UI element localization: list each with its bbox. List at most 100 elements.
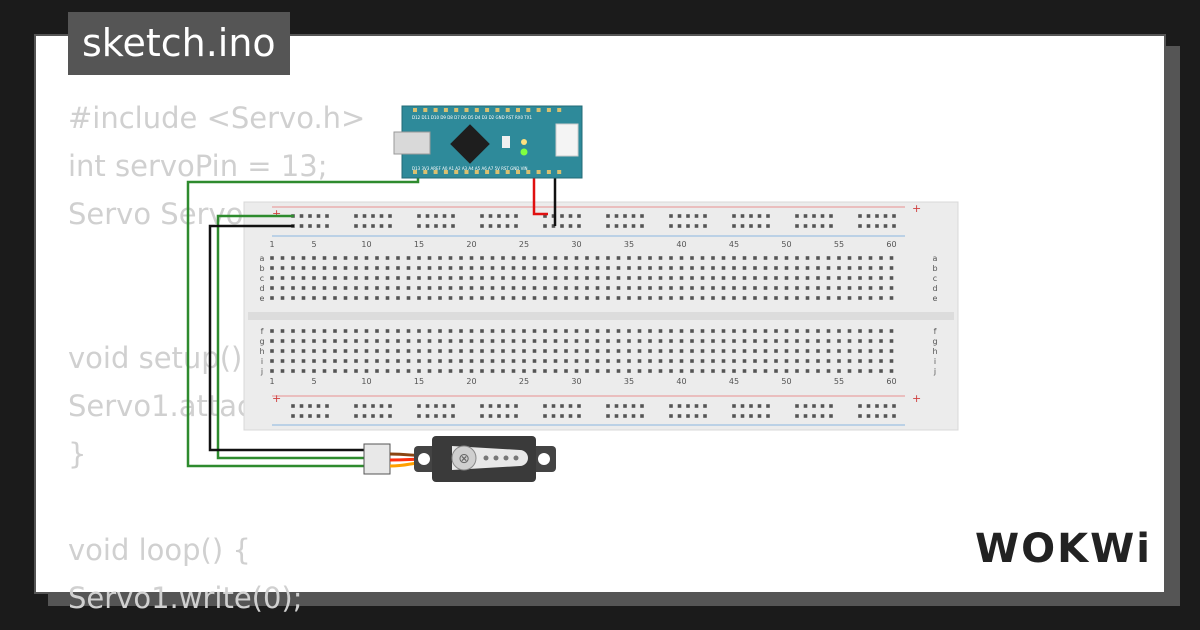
breadboard-hole (784, 369, 789, 373)
breadboard-hole (614, 414, 619, 418)
breadboard-hole (442, 224, 447, 228)
breadboard-hole (889, 276, 894, 280)
breadboard-hole (640, 224, 644, 228)
servo-motor[interactable]: ⊗ (363, 436, 556, 482)
breadboard-hole (427, 339, 432, 343)
arduino-nano[interactable]: D12 D11 D10 D9 D8 D7 D6 D5 D4 D3 D2 GND … (393, 105, 583, 179)
header-pin (464, 170, 469, 174)
header-pin (423, 170, 428, 174)
breadboard-hole (532, 359, 537, 363)
breadboard-hole (805, 266, 810, 270)
breadboard-hole (438, 296, 442, 300)
breadboard-hole (889, 296, 894, 300)
breadboard-hole (816, 266, 820, 270)
breadboard-hole (585, 256, 589, 260)
breadboard-hole (343, 349, 348, 353)
breadboard-hole (532, 286, 537, 290)
breadboard-hole (343, 266, 348, 270)
breadboard-hole (868, 276, 873, 280)
breadboard-hole (774, 369, 778, 373)
breadboard-hole (686, 214, 690, 218)
breadboard-hole (868, 349, 873, 353)
breadboard-hole (889, 369, 894, 373)
breadboard-hole (623, 214, 627, 218)
breadboard-hole (711, 339, 715, 343)
breadboard-hole (784, 349, 789, 353)
breadboard-hole (700, 276, 705, 280)
column-number: 45 (729, 240, 739, 249)
breadboard-hole (577, 214, 581, 218)
breadboard-hole (669, 414, 673, 418)
breadboard-hole (595, 329, 600, 333)
breadboard-hole (343, 369, 348, 373)
breadboard-hole (497, 414, 501, 418)
breadboard-hole (703, 414, 707, 418)
breadboard-hole (614, 224, 619, 228)
breadboard-hole (784, 329, 789, 333)
breadboard-hole (574, 339, 579, 343)
breadboard-hole (795, 214, 799, 218)
row-letter: g (932, 337, 937, 346)
breadboard-hole (711, 329, 715, 333)
breadboard-hole (763, 369, 768, 373)
breadboard-hole (385, 329, 390, 333)
breadboard-hole (301, 296, 306, 300)
breadboard-hole (564, 339, 568, 343)
breadboard-hole (291, 266, 295, 270)
breadboard-hole (322, 266, 327, 270)
breadboard-hole (679, 369, 684, 373)
breadboard-hole (480, 296, 484, 300)
breadboard-hole (616, 286, 621, 290)
breadboard-hole (343, 359, 348, 363)
breadboard-hole (694, 214, 699, 218)
breadboard-hole (564, 256, 568, 260)
breadboard-hole (721, 329, 726, 333)
breadboard-hole (417, 286, 421, 290)
breadboard-hole (375, 349, 379, 353)
breadboard-hole (816, 256, 820, 260)
breadboard-hole (280, 359, 285, 363)
breadboard-hole (595, 256, 600, 260)
breadboard-hole (385, 359, 390, 363)
breadboard-hole (490, 276, 495, 280)
breadboard-hole (406, 256, 411, 260)
breadboard-hole (631, 414, 636, 418)
code-line: } (68, 437, 87, 471)
row-letter: e (260, 294, 265, 303)
breadboard-hole (585, 266, 589, 270)
breadboard-hole (577, 224, 581, 228)
breadboard-hole (757, 414, 762, 418)
file-tab[interactable]: sketch.ino (68, 12, 290, 75)
breadboard-hole (396, 296, 400, 300)
header-pin (505, 170, 510, 174)
breadboard-hole (732, 224, 736, 228)
breadboard-hole (514, 404, 518, 408)
breadboard-hole (532, 369, 537, 373)
breadboard-hole (325, 404, 329, 408)
breadboard-hole (847, 266, 852, 270)
breadboard-hole (858, 266, 862, 270)
breadboard-hole (889, 256, 894, 260)
column-number: 15 (414, 240, 424, 249)
breadboard-hole (577, 404, 581, 408)
breadboard-hole (574, 256, 579, 260)
breadboard-hole (543, 339, 547, 343)
breadboard-hole (694, 404, 699, 408)
breadboard-hole (700, 296, 705, 300)
breadboard-hole (532, 276, 537, 280)
breadboard-hole (333, 369, 337, 373)
breadboard-hole (322, 339, 327, 343)
breadboard-hole (362, 404, 367, 408)
breadboard-hole (551, 214, 556, 218)
breadboard-hole (803, 214, 808, 218)
breadboard-hole (501, 349, 505, 353)
breadboard-hole (606, 329, 610, 333)
breadboard-hole (700, 266, 705, 270)
breadboard-hole (757, 404, 762, 408)
breadboard-hole (362, 214, 367, 218)
breadboard-hole (532, 349, 537, 353)
breadboard-hole (742, 286, 747, 290)
breadboard-hole (490, 339, 495, 343)
breadboard-hole (564, 266, 568, 270)
breadboard-hole (669, 369, 673, 373)
